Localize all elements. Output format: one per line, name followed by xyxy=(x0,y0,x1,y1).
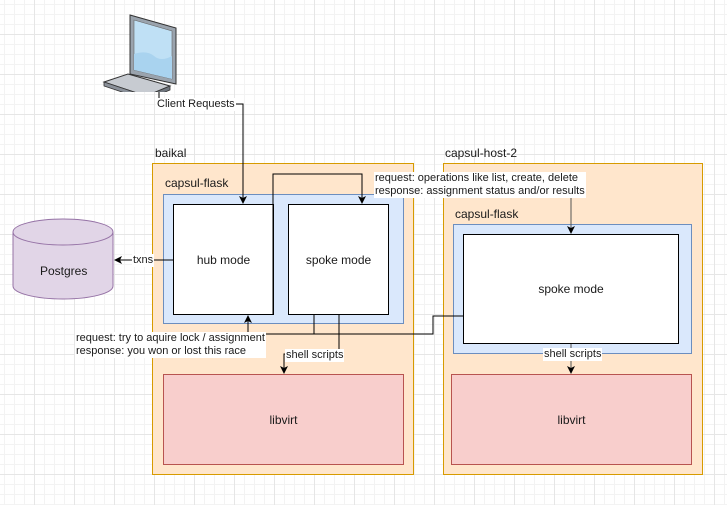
postgres-cylinder xyxy=(12,218,114,300)
host-capsul-host-2-label: capsul-host-2 xyxy=(445,146,518,160)
libvirt-box-host2: libvirt xyxy=(451,374,692,465)
libvirt-box-baikal: libvirt xyxy=(163,374,404,465)
spoke-mode-label-host2: spoke mode xyxy=(538,282,604,296)
libvirt-label-baikal: libvirt xyxy=(269,412,298,427)
client-requests-label: Client Requests xyxy=(156,98,236,111)
lock-request-text: request: try to aquire lock / assignment xyxy=(75,332,266,345)
laptop-icon xyxy=(102,14,177,101)
postgres-label: Postgres xyxy=(40,264,88,278)
lock-annotation: request: try to aquire lock / assignment… xyxy=(75,332,266,358)
ops-request-text: request: operations like list, create, d… xyxy=(374,172,586,185)
spoke-mode-box-host2: spoke mode xyxy=(463,234,679,344)
shell-scripts-label-baikal: shell scripts xyxy=(285,349,345,362)
host-baikal-label: baikal xyxy=(155,146,187,160)
spoke-mode-label-baikal: spoke mode xyxy=(305,252,372,267)
shell-scripts-label-host2: shell scripts xyxy=(543,348,603,361)
lock-response-text: response: you won or lost this race xyxy=(75,345,266,358)
libvirt-label-host2: libvirt xyxy=(557,412,586,427)
capsul-flask-label-baikal: capsul-flask xyxy=(165,176,229,190)
spoke-mode-box-baikal: spoke mode xyxy=(288,204,389,315)
hub-mode-box: hub mode xyxy=(173,204,274,315)
capsul-flask-label-host2: capsul-flask xyxy=(455,207,519,221)
txns-label: txns xyxy=(132,254,155,267)
hub-mode-label: hub mode xyxy=(196,252,251,267)
ops-annotation: request: operations like list, create, d… xyxy=(374,172,586,198)
ops-response-text: response: assignment status and/or resul… xyxy=(374,185,586,198)
client-laptop xyxy=(102,12,192,101)
